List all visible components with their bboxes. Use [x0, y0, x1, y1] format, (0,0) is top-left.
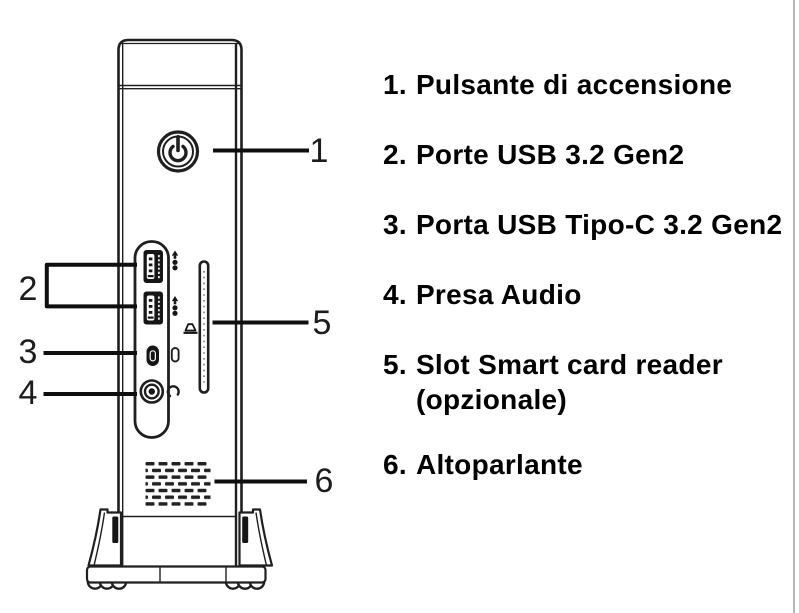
legend-label: Slot Smart card reader (opzionale)	[415, 349, 723, 415]
usb-c-icon	[170, 347, 180, 363]
callout-number-5: 5	[312, 304, 332, 342]
legend-num: 2.	[383, 139, 407, 170]
legend-num: 1.	[383, 69, 407, 100]
legend-item-audio: 4. Presa Audio	[383, 277, 582, 312]
legend-label: Presa Audio	[415, 279, 582, 310]
stand-base	[85, 565, 267, 584]
usb3-ss-icon	[171, 250, 179, 271]
callout-number-4: 4	[18, 374, 38, 412]
page-edge-line	[793, 0, 795, 613]
speaker-grille	[145, 461, 211, 509]
callout-number-3: 3	[18, 333, 38, 371]
stand-bracket-left	[87, 508, 123, 567]
legend-label: Altoparlante	[415, 449, 583, 480]
legend-item-usb-c: 3. Porta USB Tipo-C 3.2 Gen2	[383, 207, 782, 242]
legend-num: 4.	[383, 279, 407, 310]
usb-a-port-2	[143, 291, 163, 325]
usb-c-port	[146, 345, 159, 366]
legend-num: 5.	[383, 349, 407, 380]
audio-jack	[139, 379, 165, 404]
stand-bracket-right	[238, 508, 274, 567]
legend-item-power: 1. Pulsante di accensione	[383, 67, 732, 102]
legend-item-speaker: 6. Altoparlante	[383, 447, 583, 482]
callout-lines	[43, 148, 309, 484]
power-icon	[156, 130, 200, 173]
legend-num: 6.	[383, 449, 407, 480]
legend-label: Porta USB Tipo-C 3.2 Gen2	[415, 209, 783, 240]
legend-label: Pulsante di accensione	[415, 69, 733, 100]
headphone-icon	[166, 385, 180, 398]
legend-label: Porte USB 3.2 Gen2	[415, 139, 685, 170]
callout-number-1: 1	[309, 132, 329, 170]
smart-card-icon	[183, 323, 198, 334]
callout-number-2: 2	[18, 270, 38, 308]
legend-item-smart-card: 5. Slot Smart card reader (opzionale)	[383, 347, 723, 417]
legend-num: 3.	[383, 209, 407, 240]
smart-card-slot	[198, 260, 210, 394]
callout-number-6: 6	[314, 462, 334, 500]
usb3-ss-icon	[171, 296, 179, 316]
usb-a-port-1	[143, 250, 163, 283]
legend-item-usb-ports: 2. Porte USB 3.2 Gen2	[383, 137, 684, 172]
